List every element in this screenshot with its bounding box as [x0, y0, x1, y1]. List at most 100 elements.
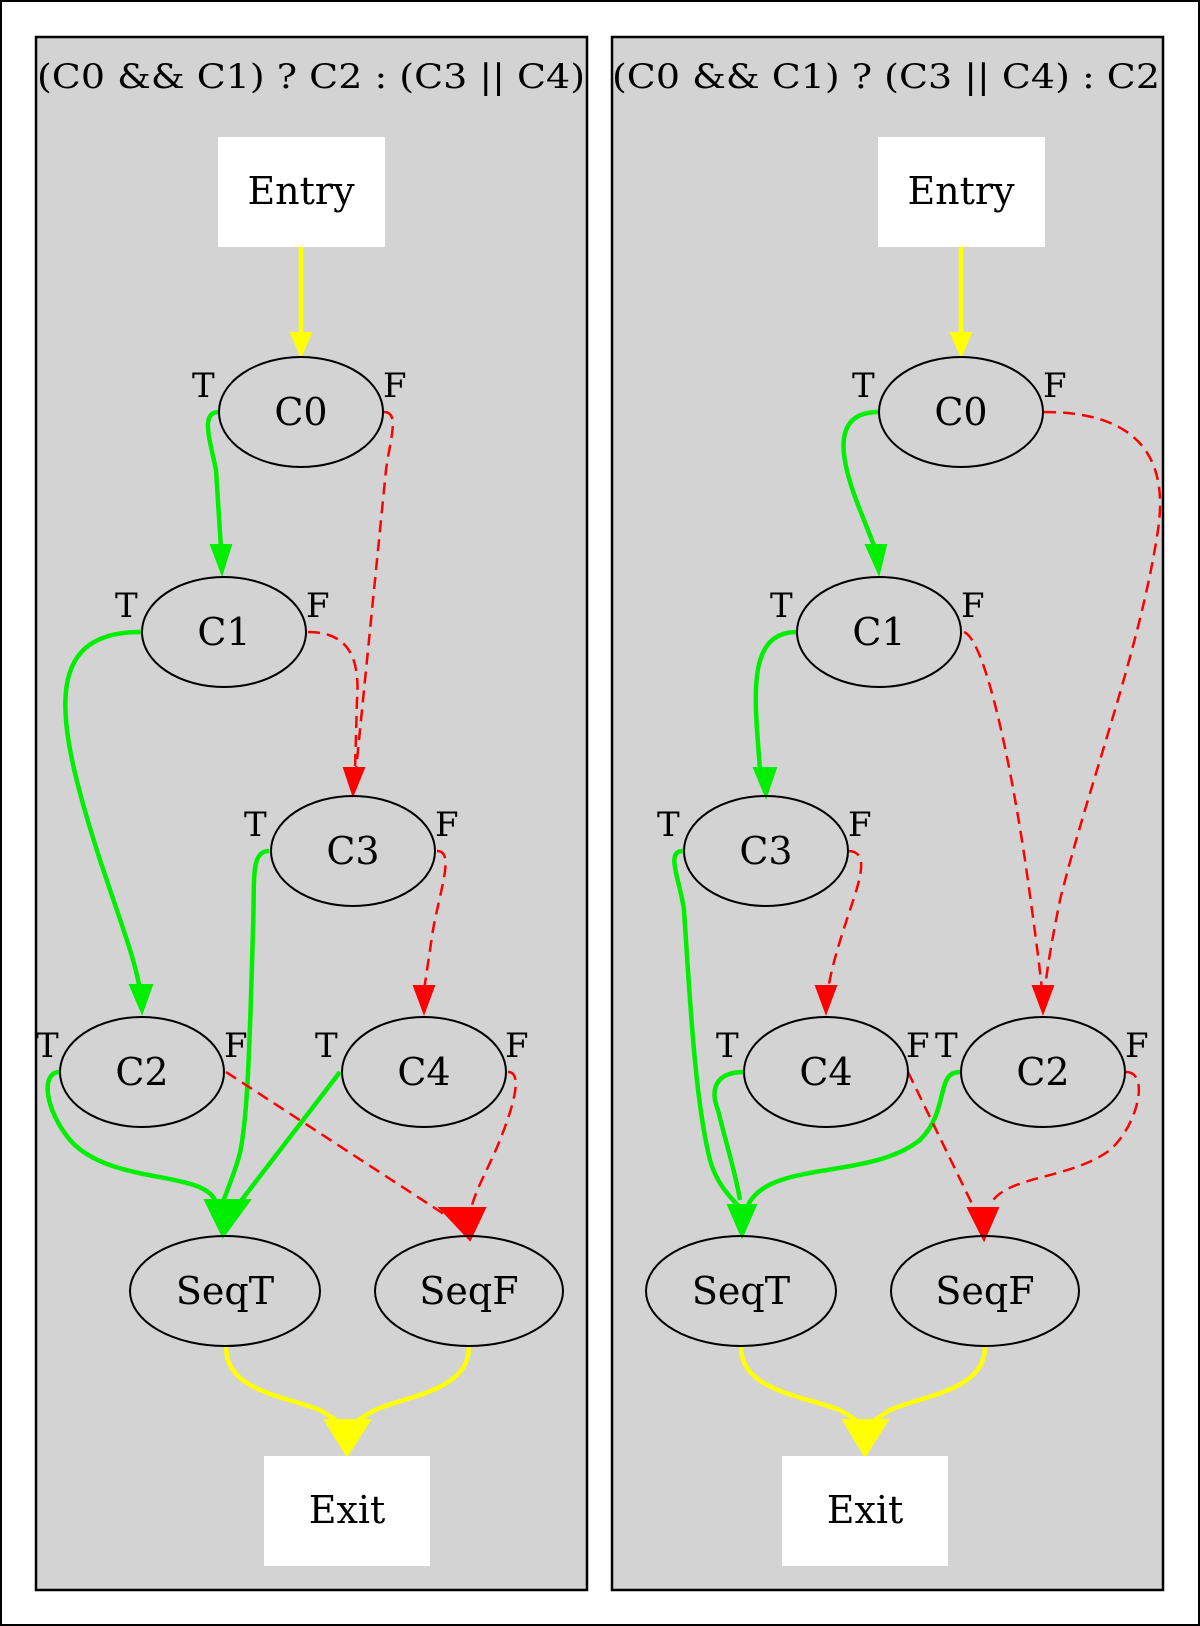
c3-node-right-label: C3 [739, 829, 792, 873]
seqt-node-right-label: SeqT [692, 1269, 790, 1313]
arrowhead-exit-left [323, 1419, 372, 1458]
c4-node-right[interactable] [743, 1016, 909, 1128]
c4-node-label: C4 [397, 1050, 450, 1094]
c1-true-label: T [115, 586, 138, 626]
c3-false-label: F [435, 805, 459, 845]
seqf-node-label: SeqF [419, 1269, 518, 1313]
arrowhead-entry-c0 [289, 332, 313, 359]
c1-false-label-right: F [961, 586, 985, 626]
right-edges [672, 247, 1162, 1458]
c0-false-label: F [383, 366, 407, 406]
entry-node-right-label: Entry [907, 169, 1015, 213]
c2-false-label: F [224, 1026, 248, 1066]
edge-c2-seqf-false [225, 1070, 451, 1220]
entry-node[interactable] [218, 137, 385, 247]
c2-node[interactable] [59, 1016, 225, 1128]
c0-true-label-right: T [852, 366, 875, 406]
c0-node[interactable] [218, 356, 384, 468]
edge-c1-c2-false-right [963, 630, 1044, 991]
entry-node-label: Entry [247, 169, 355, 213]
c4-node[interactable] [341, 1016, 507, 1128]
c3-node[interactable] [270, 795, 436, 907]
c1-true-label-right: T [770, 586, 793, 626]
left-cluster-title: (C0 && C1) ? C2 : (C3 || C4) [37, 57, 585, 97]
exit-node-label: Exit [309, 1488, 386, 1532]
arrowhead-seqf-right [966, 1207, 1000, 1243]
seqf-node[interactable] [374, 1235, 564, 1347]
edge-c1-c3-true-right [753, 629, 798, 771]
c0-node-label: C0 [274, 390, 327, 434]
c3-node-right[interactable] [683, 795, 849, 907]
arrowhead-c0-c2-right [1031, 985, 1055, 1016]
c1-node-label: C1 [197, 610, 250, 654]
edge-c2-seqt-true [45, 1069, 218, 1202]
edge-c1-c2-true [63, 629, 143, 991]
edge-c0-c1-true-right [841, 409, 880, 549]
edge-seqf-exit-right [873, 1346, 988, 1422]
c2-node-right-label: C2 [1016, 1050, 1069, 1094]
c2-false-label-right: F [1125, 1026, 1149, 1066]
edge-c3-seqt-true-right [672, 848, 744, 1212]
c4-true-label: T [315, 1026, 338, 1066]
c1-false-label: F [306, 586, 330, 626]
seqt-node[interactable] [129, 1235, 321, 1347]
arrowhead-c3-c4-right [814, 985, 838, 1016]
c1-node-right-label: C1 [852, 610, 905, 654]
edge-seqt-exit-right [738, 1346, 858, 1422]
arrowhead-c0-c1-right [864, 544, 888, 578]
right-cluster: (C0 && C1) ? (C3 || C4) : C2 [610, 35, 1165, 1592]
c0-node-right-label: C0 [934, 390, 987, 434]
right-cluster-title: (C0 && C1) ? (C3 || C4) : C2 [612, 57, 1160, 97]
right-nodes: Entry C0 C1 C3 C4 C2 SeqT SeqF Exit [645, 137, 1126, 1566]
edge-c4-seqf-false [470, 1070, 517, 1206]
seqf-node-right-label: SeqF [935, 1269, 1034, 1313]
edge-c3-c4-false [422, 849, 447, 991]
arrowhead-exit-right [841, 1419, 890, 1458]
left-nodes: Entry C0 C1 C3 C2 C4 SeqT SeqF Exit [59, 137, 564, 1566]
c3-false-label-right: F [848, 805, 872, 845]
c3-true-label-right: T [657, 805, 680, 845]
arrowhead-c1-c3-right [752, 767, 778, 800]
seqt-node-label: SeqT [176, 1269, 274, 1313]
c0-true-label: T [192, 366, 215, 406]
c0-false-label-right: F [1043, 366, 1067, 406]
edge-c4-seqt-true [232, 1070, 342, 1212]
edge-seqt-exit [223, 1346, 338, 1422]
c2-node-label: C2 [115, 1050, 168, 1094]
arrowhead-c0-c1 [209, 544, 233, 578]
edge-c3-seqt-true [219, 848, 270, 1206]
exit-node[interactable] [264, 1456, 430, 1566]
edge-c0-c2-false-right [1043, 410, 1162, 991]
c2-true-label: T [36, 1026, 59, 1066]
arrowhead-seqf-left [437, 1207, 487, 1242]
c3-true-label: T [244, 805, 267, 845]
edge-c4-seqf-false-right [906, 1071, 977, 1211]
c0-node-right[interactable] [878, 356, 1044, 468]
arrowhead-seqt-left [203, 1199, 252, 1239]
left-branch-labels: T F T F T F T F T F [36, 366, 529, 1066]
arrowhead-entry-c0-right [949, 332, 973, 359]
c2-node-right[interactable] [960, 1016, 1126, 1128]
c3-node-label: C3 [326, 829, 379, 873]
edge-c0-c1-true [205, 409, 224, 549]
edge-c2-seqf-false-right [988, 1070, 1141, 1206]
edge-c0-c3-false [354, 410, 394, 771]
c2-true-label-right: T [935, 1026, 958, 1066]
c4-true-label-right: T [716, 1026, 739, 1066]
edge-seqf-exit [356, 1346, 472, 1422]
c1-node-right[interactable] [796, 576, 962, 688]
c4-false-label-right: F [906, 1026, 930, 1066]
left-cluster: (C0 && C1) ? C2 : (C3 || C4) [34, 35, 589, 1592]
entry-node-right[interactable] [878, 137, 1045, 247]
edge-c4-seqt-true-right [712, 1069, 745, 1201]
c4-node-right-label: C4 [799, 1050, 852, 1094]
exit-node-right[interactable] [782, 1456, 948, 1566]
edge-c3-c4-false-right [826, 849, 863, 991]
seqt-node-right[interactable] [645, 1235, 837, 1347]
c1-node[interactable] [141, 576, 307, 688]
arrowhead-c3-c4 [412, 985, 436, 1016]
arrowhead-seqt-right [726, 1204, 758, 1240]
seqf-node-right[interactable] [890, 1235, 1080, 1347]
c4-false-label: F [505, 1026, 529, 1066]
